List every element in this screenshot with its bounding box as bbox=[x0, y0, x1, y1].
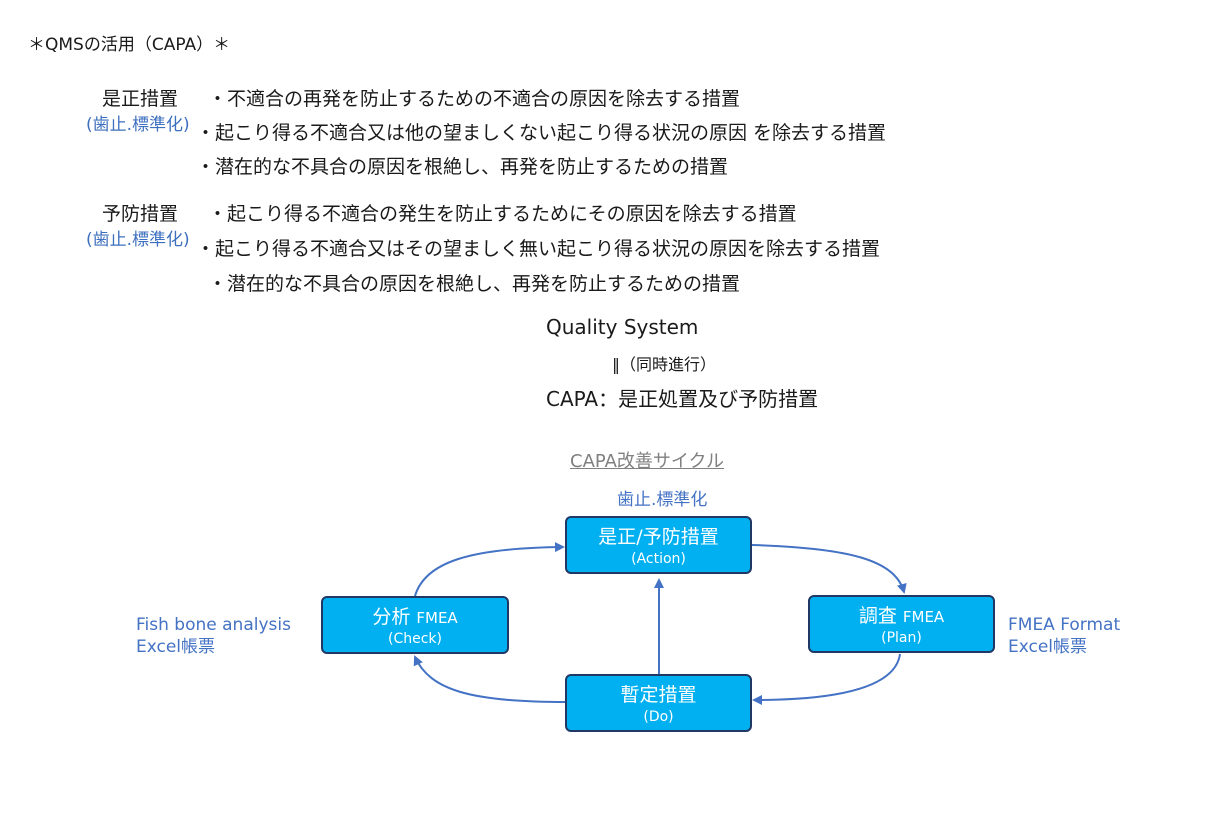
plan-sub: (Plan) bbox=[881, 630, 922, 646]
check-fmea: FMEA bbox=[416, 609, 458, 627]
right-note-line-1: FMEA Format bbox=[1008, 615, 1121, 635]
left-note-line-2: Excel帳票 bbox=[136, 637, 216, 657]
check-box: 分析 FMEA (Check) bbox=[321, 596, 509, 654]
arrow-do-to-check bbox=[413, 655, 567, 703]
right-note: FMEA Format Excel帳票 bbox=[1008, 614, 1120, 658]
do-sub: (Do) bbox=[643, 709, 674, 725]
check-label: 分析 bbox=[372, 606, 411, 628]
right-note-line-2: Excel帳票 bbox=[1008, 637, 1088, 657]
do-label: 暫定措置 bbox=[620, 684, 697, 706]
page-title: ＊QMSの活用（CAPA）＊ bbox=[28, 35, 231, 55]
do-box: 暫定措置 (Do) bbox=[565, 674, 752, 732]
action-sub: (Action) bbox=[631, 551, 686, 567]
corrective-sub: (歯止.標準化) bbox=[86, 115, 190, 135]
left-note-line-1: Fish bone analysis bbox=[136, 615, 291, 635]
action-box: 是正/予防措置 (Action) bbox=[565, 516, 752, 574]
action-label: 是正/予防措置 bbox=[598, 526, 719, 548]
preventive-item-3: ・潜在的な不具合の原因を根絶し、再発を防止するための措置 bbox=[208, 273, 741, 295]
check-sub: (Check) bbox=[388, 631, 442, 647]
corrective-item-3: ・潜在的な不具合の原因を根絶し、再発を防止するための措置 bbox=[196, 156, 729, 178]
preventive-term: 予防措置 bbox=[102, 203, 179, 225]
corrective-item-1: ・不適合の再発を防止するための不適合の原因を除去する措置 bbox=[208, 88, 741, 110]
quality-system-text: Quality System bbox=[546, 315, 699, 339]
capa-definition: CAPA：是正処置及び予防措置 bbox=[546, 387, 819, 411]
preventive-item-1: ・起こり得る不適合の発生を防止するためにその原因を除去する措置 bbox=[208, 203, 797, 225]
cycle-caption: CAPA改善サイクル bbox=[570, 451, 724, 472]
corrective-term: 是正措置 bbox=[102, 88, 179, 110]
left-note: Fish bone analysis Excel帳票 bbox=[136, 614, 291, 658]
corrective-item-2: ・起こり得る不適合又は他の望ましくない起こり得る状況の原因 を除去する措置 bbox=[196, 122, 887, 144]
plan-label: 調査 bbox=[858, 605, 897, 627]
plan-fmea: FMEA bbox=[902, 608, 945, 626]
plan-box: 調査 FMEA (Plan) bbox=[808, 595, 995, 653]
preventive-item-2: ・起こり得る不適合又はその望ましく無い起こり得る状況の原因を除去する措置 bbox=[196, 238, 881, 260]
arrow-plan-to-do bbox=[752, 653, 901, 705]
arrow-action-to-plan bbox=[751, 544, 907, 594]
preventive-sub: (歯止.標準化) bbox=[86, 230, 190, 250]
action-note: 歯止.標準化 bbox=[617, 490, 708, 510]
arrow-check-to-action bbox=[414, 542, 565, 597]
concurrent-note: ‖（同時進行） bbox=[612, 355, 717, 374]
